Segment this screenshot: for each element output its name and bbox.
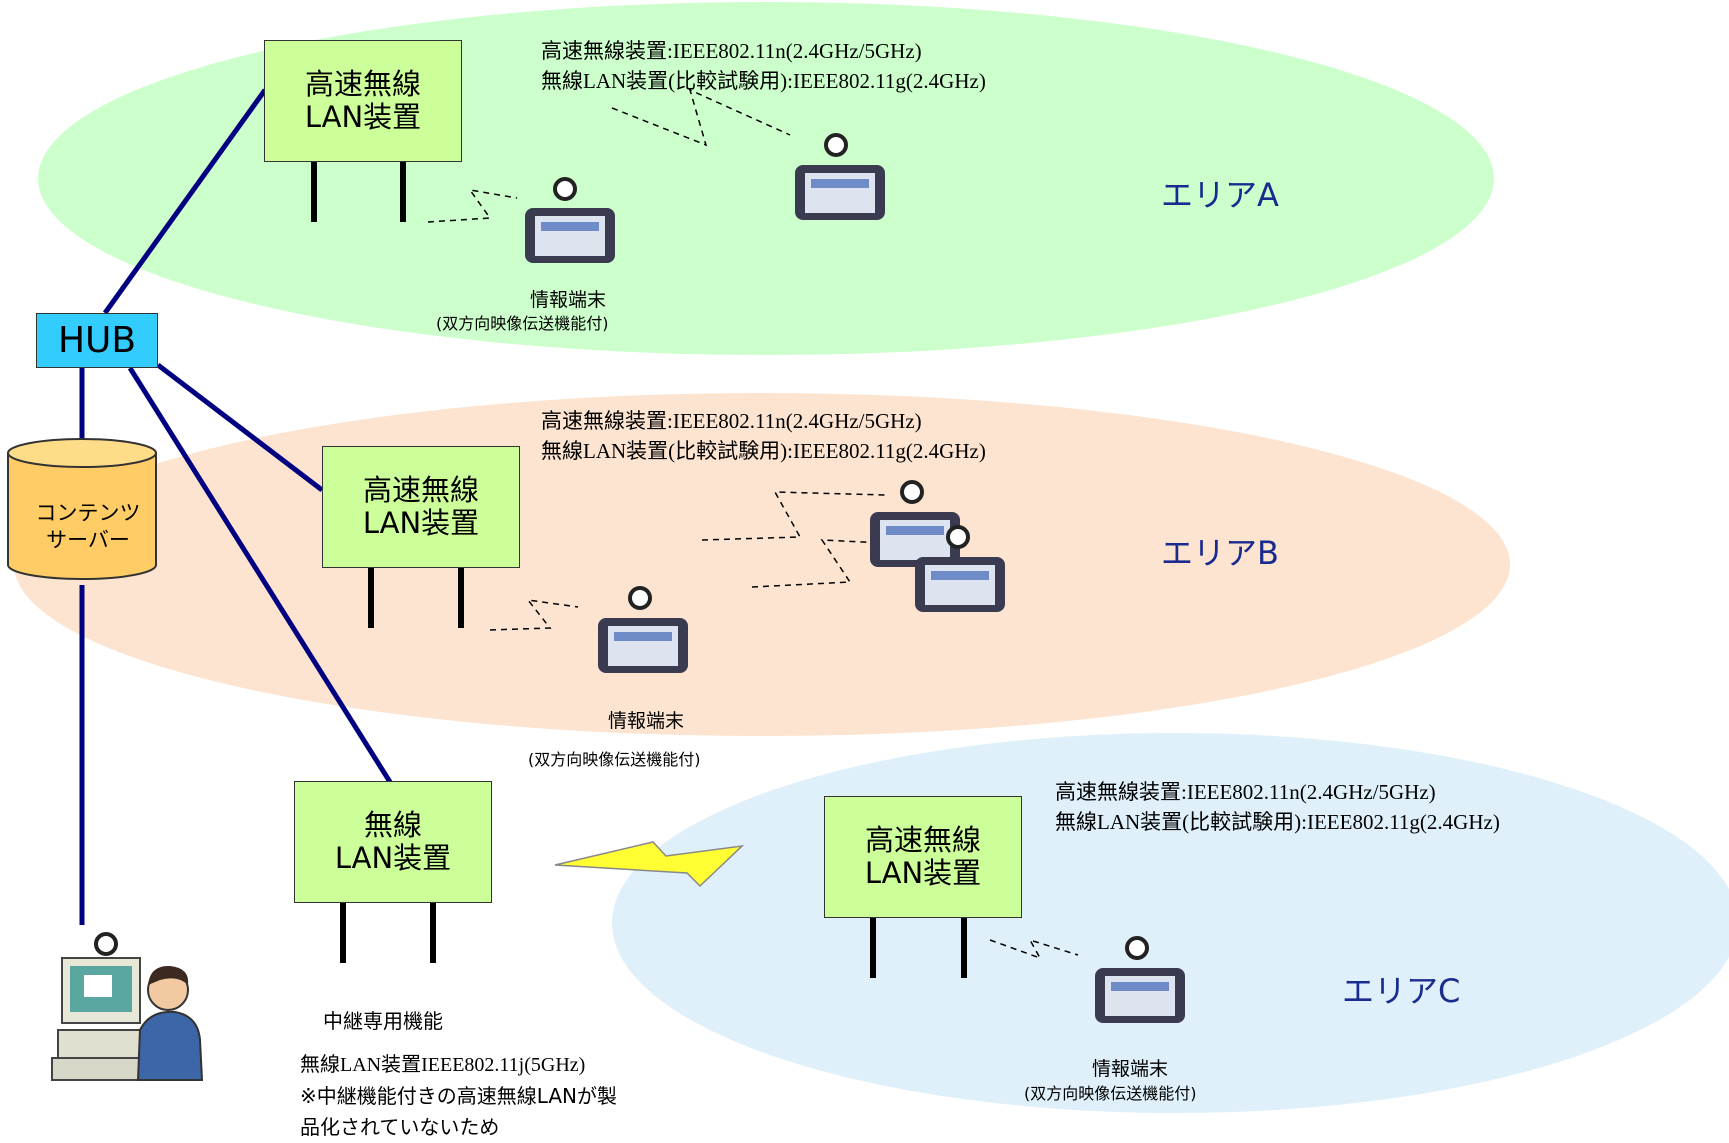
terminal-sublabel-b: (双方向映像伝送機能付) <box>528 750 701 769</box>
wireless-relay-bolt <box>554 841 745 888</box>
terminal-sublabel-c: (双方向映像伝送機能付) <box>1024 1084 1197 1103</box>
spec-line1: 高速無線装置:IEEE802.11n(2.4GHz/5GHz) <box>541 39 922 63</box>
info-terminal-a2 <box>795 133 885 220</box>
device-label-line1: 高速無線 <box>864 823 981 857</box>
fast-wlan-device-a: 高速無線 LAN装置 <box>264 40 462 162</box>
info-terminal-b3 <box>915 525 1005 612</box>
content-server <box>7 438 157 580</box>
info-terminal-a1 <box>525 177 615 263</box>
terminal-label-a: 情報端末 <box>530 289 607 311</box>
relay-wlan-device: 無線 LAN装置 <box>294 781 492 903</box>
cable-hub-to-relay <box>127 366 393 784</box>
area-c-zone <box>612 733 1729 1113</box>
device-label-line2: LAN装置 <box>334 841 452 875</box>
device-label-line1: 高速無線 <box>362 473 479 507</box>
hub-label: HUB <box>57 320 137 361</box>
device-label-line2: LAN装置 <box>864 856 982 890</box>
radio-link-c1 <box>989 938 1079 960</box>
radio-link-a1 <box>427 188 518 223</box>
area-b-zone <box>14 393 1510 736</box>
device-label-line1: 無線 <box>363 808 422 842</box>
device-label-line2: LAN装置 <box>304 100 422 134</box>
relay-note-line2: ※中継機能付きの高速無線LANが製 <box>300 1084 618 1108</box>
relay-function-description: 無線LAN装置IEEE802.11j(5GHz) ※中継機能付きの高速無線LAN… <box>300 1050 617 1143</box>
area-b-label: エリアB <box>1161 534 1279 572</box>
content-server-label: コンテンツ サーバー <box>8 500 168 554</box>
server-label-line2: サーバー <box>46 528 130 552</box>
spec-line1: 高速無線装置:IEEE802.11n(2.4GHz/5GHz) <box>541 409 922 433</box>
spec-note-area-c: 高速無線装置:IEEE802.11n(2.4GHz/5GHz) 無線LAN装置(… <box>1055 777 1500 837</box>
relay-note-line3: 品化されていないため <box>300 1115 500 1139</box>
area-a-label: エリアA <box>1161 176 1279 214</box>
device-label-line2: LAN装置 <box>362 506 480 540</box>
terminal-sublabel-a: (双方向映像伝送機能付) <box>436 314 609 333</box>
spec-line2: 無線LAN装置(比較試験用):IEEE802.11g(2.4GHz) <box>541 69 986 93</box>
spec-note-area-b: 高速無線装置:IEEE802.11n(2.4GHz/5GHz) 無線LAN装置(… <box>541 406 986 466</box>
info-terminal-b1 <box>598 586 688 673</box>
radio-link-a2 <box>611 88 791 147</box>
relay-note-title: 中継専用機能 <box>323 1009 443 1033</box>
server-label-line1: コンテンツ <box>35 501 141 525</box>
fast-wlan-device-b: 高速無線 LAN装置 <box>322 446 520 568</box>
terminal-label-c: 情報端末 <box>1092 1058 1169 1080</box>
spec-line2: 無線LAN装置(比較試験用):IEEE802.11g(2.4GHz) <box>1055 810 1500 834</box>
spec-line2: 無線LAN装置(比較試験用):IEEE802.11g(2.4GHz) <box>541 439 986 463</box>
spec-note-area-a: 高速無線装置:IEEE802.11n(2.4GHz/5GHz) 無線LAN装置(… <box>541 36 986 96</box>
operator-pc <box>51 932 204 1081</box>
terminal-label-b: 情報端末 <box>608 710 685 732</box>
cable-hub-to-area-b <box>156 363 324 492</box>
cable-hub-to-area-a <box>102 88 268 315</box>
fast-wlan-device-c: 高速無線 LAN装置 <box>824 796 1022 918</box>
relay-function-note: 中継専用機能 <box>323 1006 443 1037</box>
relay-note-line1: 無線LAN装置IEEE802.11j(5GHz) <box>300 1054 586 1076</box>
area-c-label: エリアC <box>1342 972 1461 1010</box>
radio-link-b1 <box>489 598 579 631</box>
info-terminal-c1 <box>1095 936 1185 1023</box>
hub-node: HUB <box>36 313 158 368</box>
spec-line1: 高速無線装置:IEEE802.11n(2.4GHz/5GHz) <box>1055 780 1436 804</box>
radio-link-b2 <box>701 491 886 541</box>
info-terminal-b2 <box>870 480 960 567</box>
device-label-line1: 高速無線 <box>304 67 421 101</box>
